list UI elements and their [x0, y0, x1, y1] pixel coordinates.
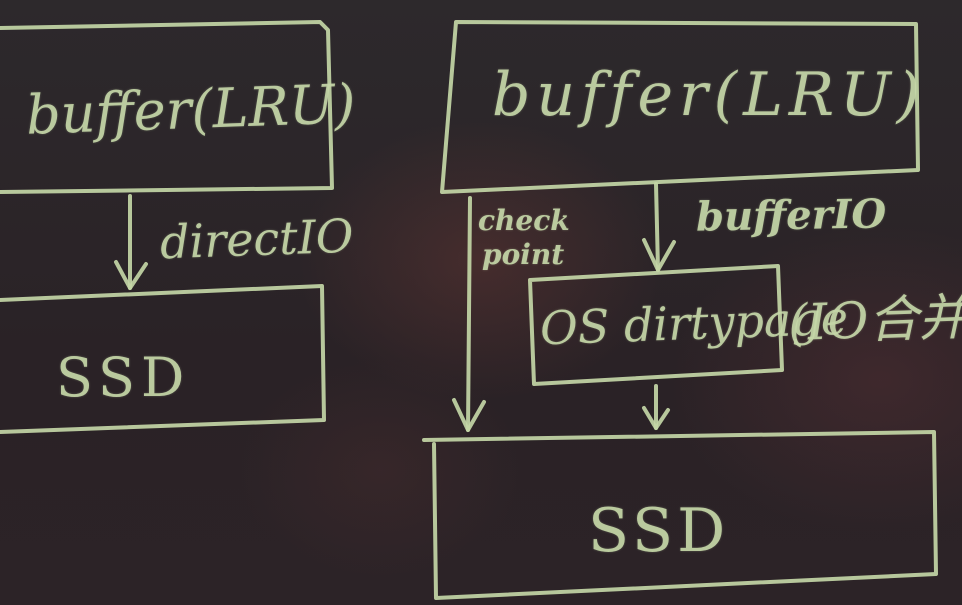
- right-ssd-label: SSD: [588, 496, 730, 566]
- checkpoint-arrow-shaft: [466, 196, 472, 432]
- right-buffer-label: buffer(LRU): [492, 60, 927, 130]
- io-merge-label: (IO合并: [787, 287, 962, 353]
- bufferio-arrow-head: [642, 238, 676, 272]
- checkpoint-label-line2: point: [482, 238, 565, 271]
- left-buffer-label: buffer(LRU): [25, 72, 357, 147]
- left-directio-label: directIO: [159, 208, 355, 270]
- right-bufferio-label: bufferIO: [695, 190, 887, 241]
- left-arrow-head: [114, 260, 148, 290]
- os-dirtypage-box: [528, 264, 784, 386]
- checkpoint-label-line1: check: [478, 204, 570, 237]
- checkpoint-arrow-head: [452, 398, 486, 432]
- left-ssd-label: SSD: [56, 346, 191, 409]
- left-buffer-box: [0, 20, 334, 194]
- left-ssd-box: [0, 284, 326, 434]
- os-to-ssd-arrow-head: [642, 406, 670, 430]
- right-buffer-box: [440, 20, 920, 194]
- bufferio-arrow-shaft: [654, 182, 660, 272]
- right-ssd-box: [422, 430, 938, 600]
